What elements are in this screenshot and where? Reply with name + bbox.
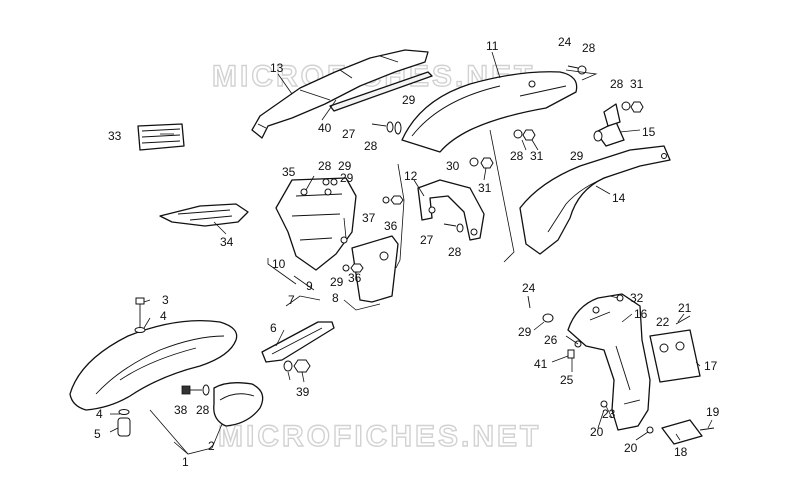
- stay-6: [261, 321, 335, 363]
- callout-14: 14: [612, 191, 626, 205]
- callout-31a: 31: [630, 77, 644, 91]
- panel-34: [159, 203, 249, 227]
- callout-9: 9: [306, 279, 313, 293]
- rear-fender-11: [401, 71, 578, 153]
- callout-7: 7: [288, 293, 295, 307]
- callout-37: 37: [362, 211, 376, 225]
- callout-6: 6: [270, 321, 277, 335]
- callout-29f: 29: [518, 325, 532, 339]
- badge-33: [137, 123, 185, 151]
- callout-27: 27: [342, 127, 356, 141]
- callout-34: 34: [220, 235, 234, 249]
- bracket-12: [417, 179, 485, 241]
- callout-20b: 20: [624, 441, 638, 455]
- plate-18: [661, 419, 703, 445]
- callout-26: 26: [544, 333, 558, 347]
- callout-3: 3: [162, 293, 169, 307]
- side-cover-13: [251, 49, 429, 139]
- callout-28d: 28: [510, 149, 524, 163]
- plate-holder-17: [649, 329, 701, 383]
- callout-19: 19: [706, 405, 720, 419]
- leader-lines: [109, 51, 713, 455]
- callout-33: 33: [108, 129, 122, 143]
- callout-29e: 29: [330, 275, 344, 289]
- callout-31b: 31: [530, 149, 544, 163]
- callout-36b: 36: [348, 271, 362, 285]
- side-panel-8: [351, 235, 399, 303]
- rubber-strip-40: [329, 71, 433, 112]
- callout-29b: 29: [338, 159, 352, 173]
- callout-24: 24: [558, 35, 572, 49]
- callout-29a: 29: [402, 93, 416, 107]
- toolbox-bracket: [275, 177, 357, 271]
- callout-30: 30: [446, 159, 460, 173]
- callout-17: 17: [704, 359, 718, 373]
- callout-15: 15: [642, 125, 656, 139]
- hardware: [117, 65, 715, 437]
- callout-2: 2: [208, 439, 215, 453]
- watermark-bottom: MICROFICHES.NET: [218, 420, 541, 453]
- callout-20: 20: [590, 425, 604, 439]
- callout-28g: 28: [196, 403, 210, 417]
- rear-side-cover-14: [519, 145, 671, 255]
- callout-11: 11: [486, 39, 499, 53]
- callout-38: 38: [174, 403, 188, 417]
- callout-40: 40: [318, 121, 332, 135]
- callout-29c: 29: [340, 171, 354, 185]
- callouts: 1 2 3 4 4 5 6 7 8 9 10 11 12 13 14 15 16…: [94, 35, 720, 469]
- callout-1: 1: [182, 455, 189, 469]
- callout-8: 8: [332, 291, 339, 305]
- callout-29d: 29: [570, 149, 584, 163]
- callout-23: 23: [602, 407, 616, 421]
- front-mudguard: [69, 319, 264, 427]
- callout-12: 12: [404, 169, 418, 183]
- callout-5: 5: [94, 427, 101, 441]
- callout-4: 4: [160, 309, 167, 323]
- callout-4b: 4: [96, 407, 103, 421]
- callout-10: 10: [272, 257, 286, 271]
- callout-36a: 36: [384, 219, 398, 233]
- callout-32: 32: [630, 291, 644, 305]
- callout-28f: 28: [318, 159, 332, 173]
- callout-24b: 24: [522, 281, 536, 295]
- callout-35: 35: [282, 165, 296, 179]
- callout-16: 16: [634, 307, 648, 321]
- callout-31c: 31: [478, 181, 492, 195]
- callout-28a: 28: [582, 41, 596, 55]
- callout-28c: 28: [610, 77, 624, 91]
- callout-18: 18: [674, 445, 688, 459]
- callout-27b: 27: [420, 233, 434, 247]
- callout-41: 41: [534, 357, 548, 371]
- callout-21: 21: [678, 301, 692, 315]
- callout-22: 22: [656, 315, 670, 329]
- callout-28e: 28: [448, 245, 462, 259]
- rear-frame-16: [567, 293, 651, 431]
- callout-39: 39: [296, 385, 310, 399]
- callout-25: 25: [560, 373, 574, 387]
- bracket-15: [595, 103, 625, 147]
- callout-13: 13: [270, 61, 284, 75]
- callout-28b: 28: [364, 139, 378, 153]
